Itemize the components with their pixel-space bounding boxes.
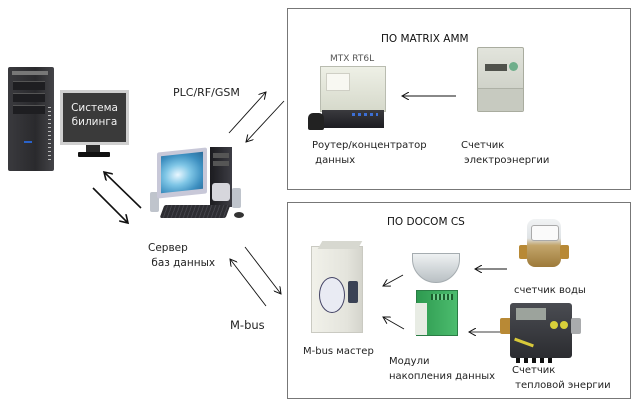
electric-meter-icon: [477, 47, 524, 112]
plc-rf-gsm-label: PLC/RF/GSM: [173, 86, 240, 99]
arrow-docom-to-server: [230, 259, 267, 307]
server-tower-icon: [210, 147, 232, 207]
modules-label: Модули накопления данных: [389, 356, 496, 382]
data-module-din-icon: [415, 290, 458, 336]
router-model-label: MTX RT6L: [330, 54, 375, 64]
billing-system-label: Система билинга: [71, 102, 118, 128]
docom-cs-title: ПО DOCOM CS: [387, 216, 465, 228]
water-meter-label: счетчик воды: [514, 285, 586, 296]
server-label: Сервер баз данных: [148, 242, 216, 269]
keyboard-icon: [159, 205, 231, 218]
arrow-server-to-docom: [244, 246, 281, 294]
router-label: Роутер/концентратор данных: [312, 140, 427, 166]
mbus-link-label: M-bus: [230, 318, 265, 332]
arrow-matrix-to-server: [246, 100, 285, 142]
mbus-master-label: M-bus мастер: [303, 346, 374, 357]
water-meter-icon: [519, 219, 569, 267]
speaker-icon: [232, 188, 241, 208]
mouse-icon: [234, 212, 244, 218]
electric-meter-label: Счетчик электроэнергии: [461, 140, 550, 166]
server-monitor-icon: [157, 147, 207, 199]
billing-tower-icon: [8, 67, 54, 171]
heat-meter-label: Счетчик тепловой энергии: [512, 365, 611, 391]
mbus-master-icon: [311, 241, 363, 333]
arrow-server-to-billing: [104, 172, 142, 209]
matrix-amm-title: ПО MATRIX AMM: [381, 33, 469, 45]
billing-monitor-icon: Система билинга: [60, 90, 129, 145]
arrow-billing-to-server: [92, 187, 128, 223]
speaker-icon: [150, 192, 159, 212]
